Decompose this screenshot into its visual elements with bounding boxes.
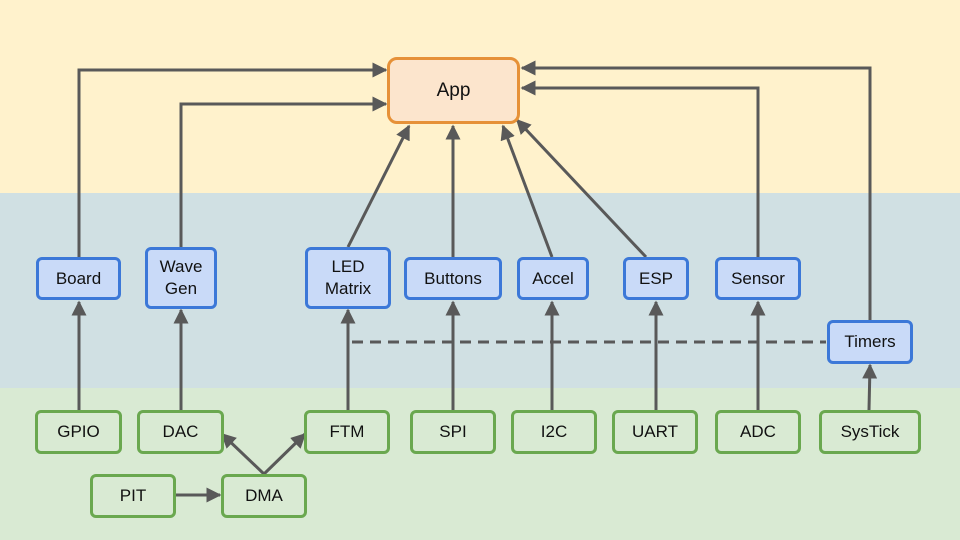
board-node: Board <box>36 257 121 300</box>
esp-node: ESP <box>623 257 689 300</box>
wavegen-node: Wave Gen <box>145 247 217 309</box>
buttons-node: Buttons <box>404 257 502 300</box>
edge-timers-app <box>520 60 872 320</box>
spi-node: SPI <box>410 410 496 454</box>
edge-sensor-app <box>520 80 760 257</box>
edge-dma-ftm <box>262 432 307 476</box>
ledmatrix-node: LED Matrix <box>305 247 391 309</box>
adc-node: ADC <box>715 410 801 454</box>
gpio-node: GPIO <box>35 410 122 454</box>
uart-node: UART <box>612 410 698 454</box>
accel-node: Accel <box>517 257 589 300</box>
edge-systick-timers <box>862 363 878 411</box>
timers-node: Timers <box>827 320 913 364</box>
edge-board-app <box>77 62 388 257</box>
edge-esp-app <box>515 118 648 259</box>
systick-node: SysTick <box>819 410 921 454</box>
pit-node: PIT <box>90 474 176 518</box>
dac-node: DAC <box>137 410 224 454</box>
edge-wavegen-app <box>179 96 388 247</box>
edge-dma-dac <box>220 432 266 476</box>
ftm-node: FTM <box>304 410 390 454</box>
i2c-node: I2C <box>511 410 597 454</box>
edge-accel-app <box>500 124 554 258</box>
sensor-node: Sensor <box>715 257 801 300</box>
app-node: App <box>387 57 520 124</box>
edge-ledmatrix-app <box>346 124 411 248</box>
dma-node: DMA <box>221 474 307 518</box>
